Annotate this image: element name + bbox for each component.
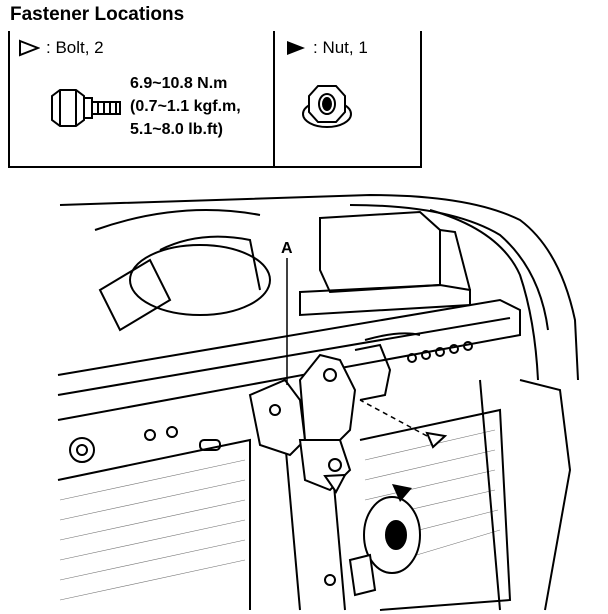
open-triangle-icon bbox=[19, 39, 40, 57]
bolt-legend-label: : Bolt, 2 bbox=[46, 38, 104, 57]
nut-illustration bbox=[302, 85, 352, 128]
bolt-leader-line bbox=[359, 399, 428, 437]
vehicle-front-structure bbox=[57, 193, 579, 611]
nut-legend-label: : Nut, 1 bbox=[313, 38, 368, 57]
fastener-legend bbox=[8, 31, 422, 168]
bolt-legend-entry: : Bolt, 2 bbox=[18, 38, 104, 58]
nut-legend-entry: : Nut, 1 bbox=[285, 38, 368, 58]
bolt-callout-icon bbox=[425, 431, 448, 449]
torque-lbft: 5.1~8.0 lb.ft) bbox=[130, 121, 223, 138]
torque-spec: 6.9~10.8 N.m (0.7~1.1 kgf.m, 5.1~8.0 lb.… bbox=[130, 72, 241, 141]
radiator-hatching bbox=[59, 429, 501, 601]
bolt-callout-icon-2 bbox=[323, 473, 347, 494]
legend-divider bbox=[273, 31, 275, 168]
filled-triangle-icon bbox=[287, 41, 305, 55]
torque-kgfm: (0.7~1.1 kgf.m, bbox=[130, 98, 241, 115]
horn-component bbox=[324, 496, 421, 597]
callout-a-label: A bbox=[281, 240, 293, 257]
nut-callout-icon bbox=[392, 484, 412, 502]
page-title: Fastener Locations bbox=[10, 4, 185, 25]
hood-latch-assembly bbox=[248, 332, 421, 492]
bolt-illustration bbox=[51, 89, 121, 127]
torque-nm: 6.9~10.8 N.m bbox=[130, 75, 228, 92]
